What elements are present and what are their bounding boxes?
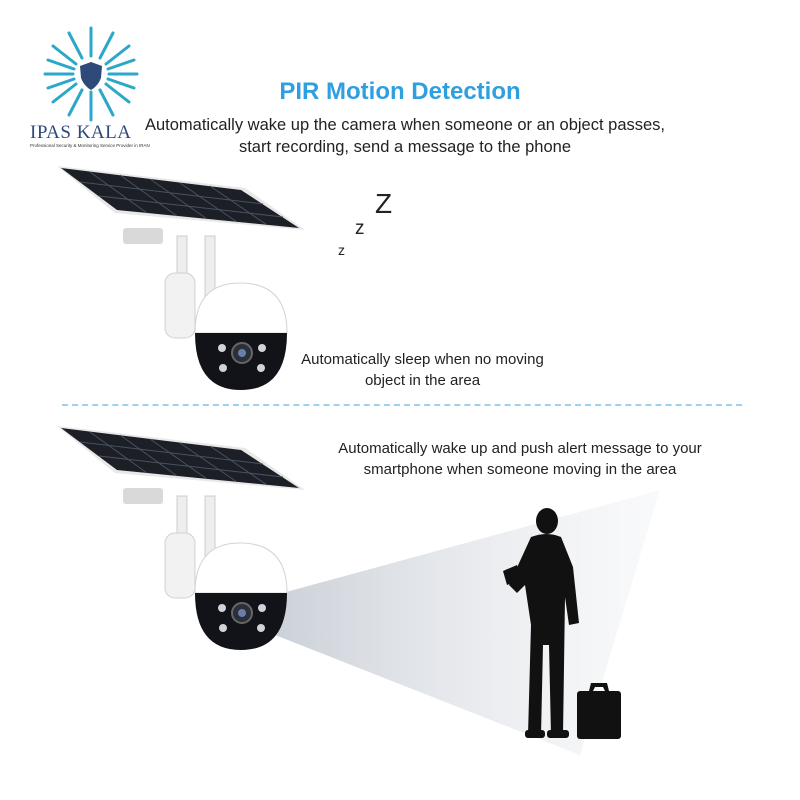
- alert-caption: Automatically wake up and push alert mes…: [338, 440, 702, 478]
- shield-icon: [80, 62, 102, 90]
- solar-camera-bottom: [57, 426, 305, 650]
- sleep-z-large: Z: [375, 188, 393, 219]
- brand-tagline: Professional Security & Monitoring Servi…: [30, 143, 150, 148]
- ipas-kala-logo: [43, 26, 139, 122]
- briefcase-icon: [577, 683, 621, 739]
- person-silhouette: [503, 508, 621, 739]
- brand-name: IPAS KALA: [30, 122, 132, 143]
- sleep-caption: Automatically sleep when no moving objec…: [301, 351, 544, 389]
- section-divider: [62, 404, 742, 406]
- sleep-z-small: z: [338, 242, 345, 258]
- page-title: PIR Motion Detection: [279, 78, 521, 105]
- solar-camera-top: [57, 166, 305, 390]
- page-subtitle: Automatically wake up the camera when so…: [144, 116, 666, 156]
- sleep-z-medium: z: [355, 218, 365, 239]
